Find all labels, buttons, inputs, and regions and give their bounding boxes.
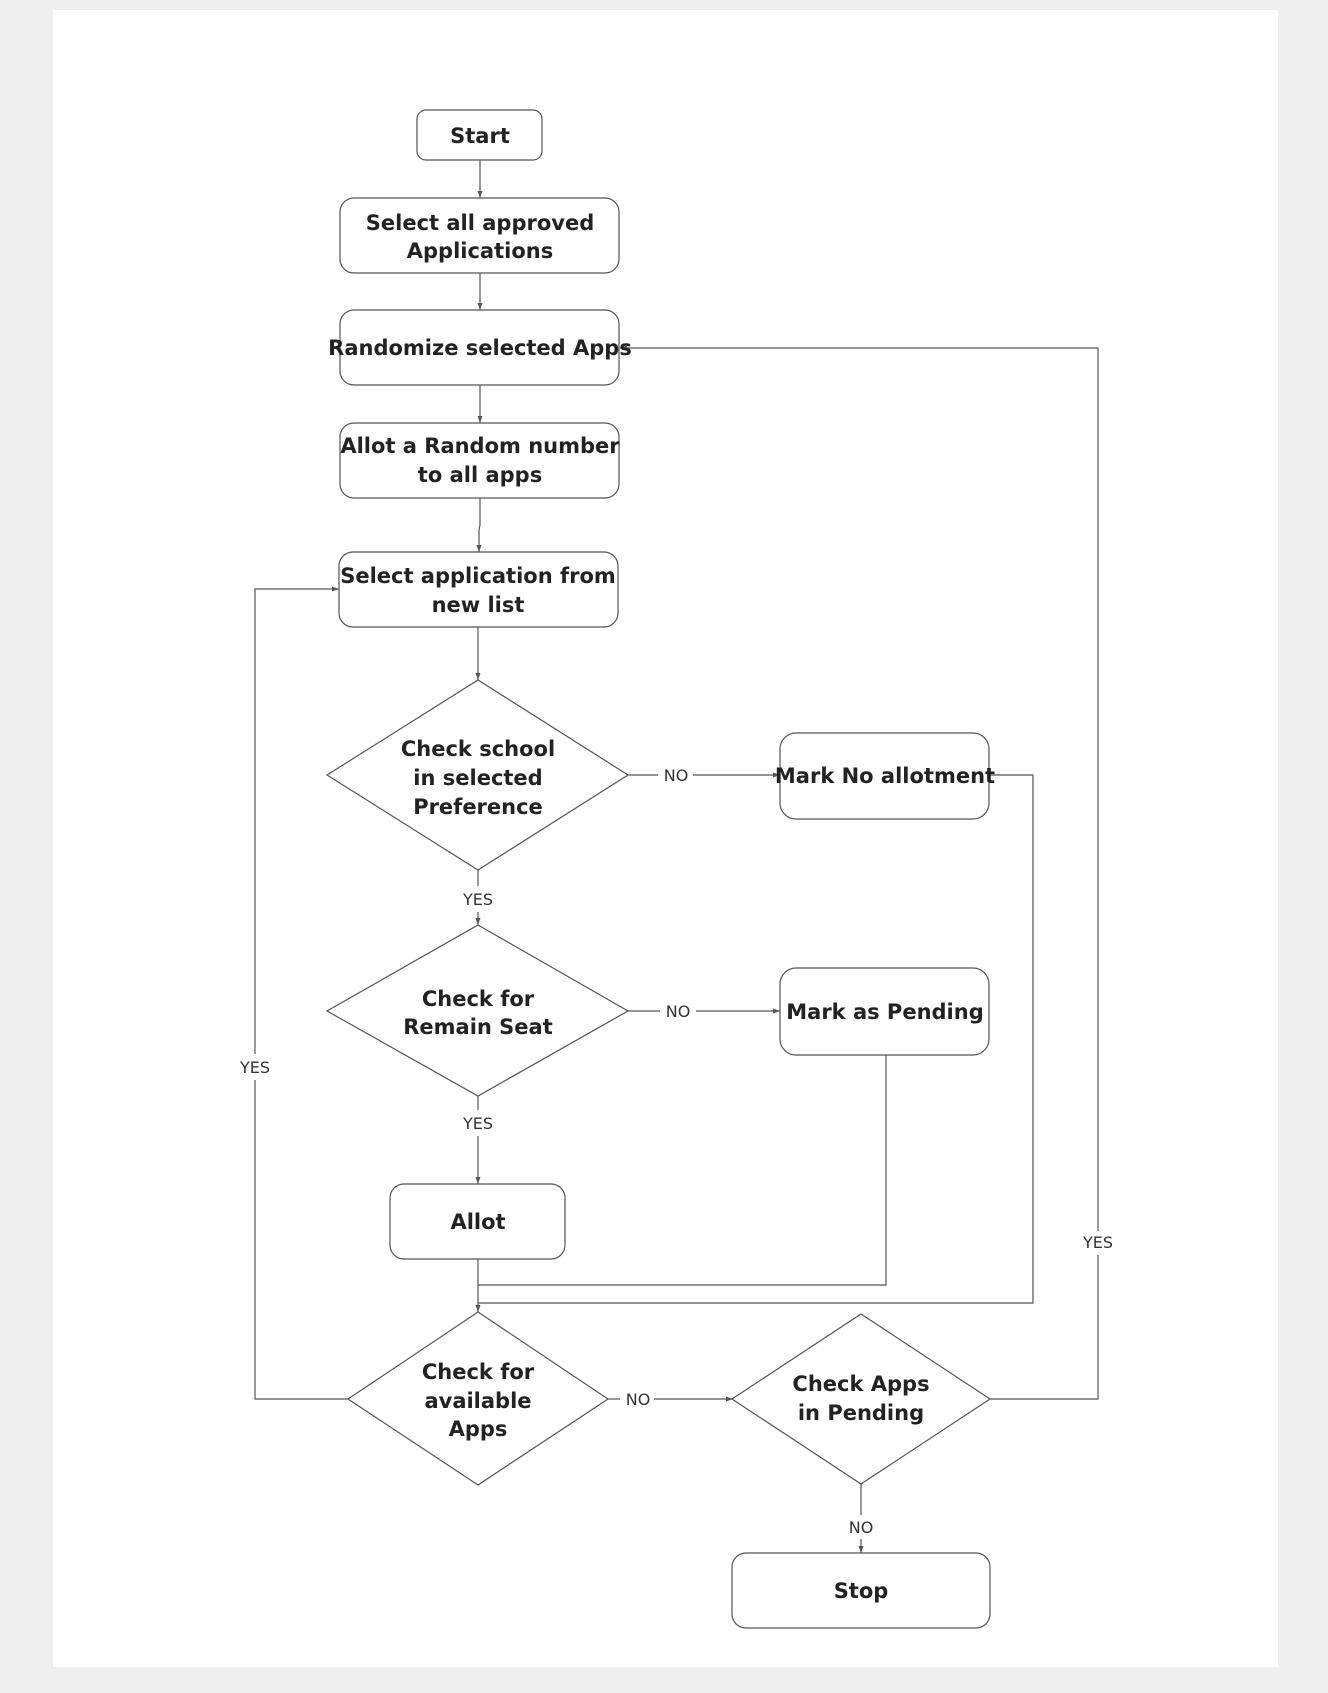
select-app-node: Select application from new list [338, 551, 619, 628]
check-available-decision: Check for available Apps [346, 1311, 610, 1486]
edge-check-pending-yes-b [620, 345, 1099, 1231]
label-seat-no: NO [666, 1002, 691, 1021]
check-pending-line-2: in Pending [798, 1401, 924, 1425]
start-label: Start [450, 124, 510, 148]
mark-no-allotment-node: Mark No allotment [775, 732, 995, 820]
check-seat-decision: Check for Remain Seat [325, 924, 630, 1097]
edge-check-pending-yes-a [990, 1255, 1099, 1400]
stop-node: Stop [731, 1552, 991, 1629]
allot-random-line-1: Allot a Random number [340, 434, 620, 458]
label-available-yes: YES [239, 1058, 270, 1077]
label-school-yes: YES [462, 890, 493, 909]
edge-check-available-yes-loop-b [254, 586, 339, 1054]
label-seat-yes: YES [462, 1114, 493, 1133]
randomize-label: Randomize selected Apps [328, 336, 632, 360]
label-school-no: NO [664, 766, 689, 785]
check-pending-line-1: Check Apps [792, 1372, 929, 1396]
mark-no-allotment-label: Mark No allotment [775, 764, 995, 788]
check-available-line-3: Apps [449, 1417, 508, 1441]
randomize-node: Randomize selected Apps [328, 309, 632, 386]
edge-check-available-yes-loop [254, 1080, 348, 1400]
diagram-canvas: NO YES NO YES YES NO YES NO Start Select… [53, 10, 1278, 1667]
select-app-line-1: Select application from [340, 564, 616, 588]
edge-mark-pending-to-merge [478, 1055, 887, 1286]
select-app-line-2: new list [432, 593, 525, 617]
check-available-line-1: Check for [422, 1360, 535, 1384]
check-seat-line-1: Check for [422, 987, 535, 1011]
check-school-line-3: Preference [413, 795, 543, 819]
start-node: Start [416, 109, 543, 161]
edge-labels: NO YES NO YES YES NO YES NO [239, 766, 1113, 1537]
edge-mark-no-allotment-to-merge [478, 774, 1034, 1304]
stop-label: Stop [834, 1579, 889, 1603]
select-approved-node: Select all approved Applications [339, 197, 620, 274]
check-school-line-2: in selected [413, 766, 542, 790]
label-pending-no: NO [849, 1518, 874, 1537]
edge-allot-random-to-select-app [476, 498, 482, 552]
check-school-line-1: Check school [401, 737, 555, 761]
label-pending-yes: YES [1082, 1233, 1113, 1252]
allot-random-line-2: to all apps [418, 463, 542, 487]
select-approved-line-1: Select all approved [366, 211, 594, 235]
check-school-decision: Check school in selected Preference [325, 679, 630, 871]
mark-pending-label: Mark as Pending [786, 1000, 983, 1024]
check-pending-decision: Check Apps in Pending [730, 1313, 992, 1485]
label-available-no: NO [626, 1390, 651, 1409]
check-available-line-2: available [424, 1389, 531, 1413]
flowchart: NO YES NO YES YES NO YES NO Start Select… [239, 109, 1113, 1629]
allot-node: Allot [389, 1183, 566, 1260]
check-seat-line-2: Remain Seat [403, 1015, 553, 1039]
allot-random-node: Allot a Random number to all apps [339, 422, 620, 499]
edges [254, 160, 1099, 1553]
mark-pending-node: Mark as Pending [779, 967, 990, 1056]
select-approved-line-2: Applications [407, 239, 553, 263]
allot-label: Allot [450, 1210, 505, 1234]
